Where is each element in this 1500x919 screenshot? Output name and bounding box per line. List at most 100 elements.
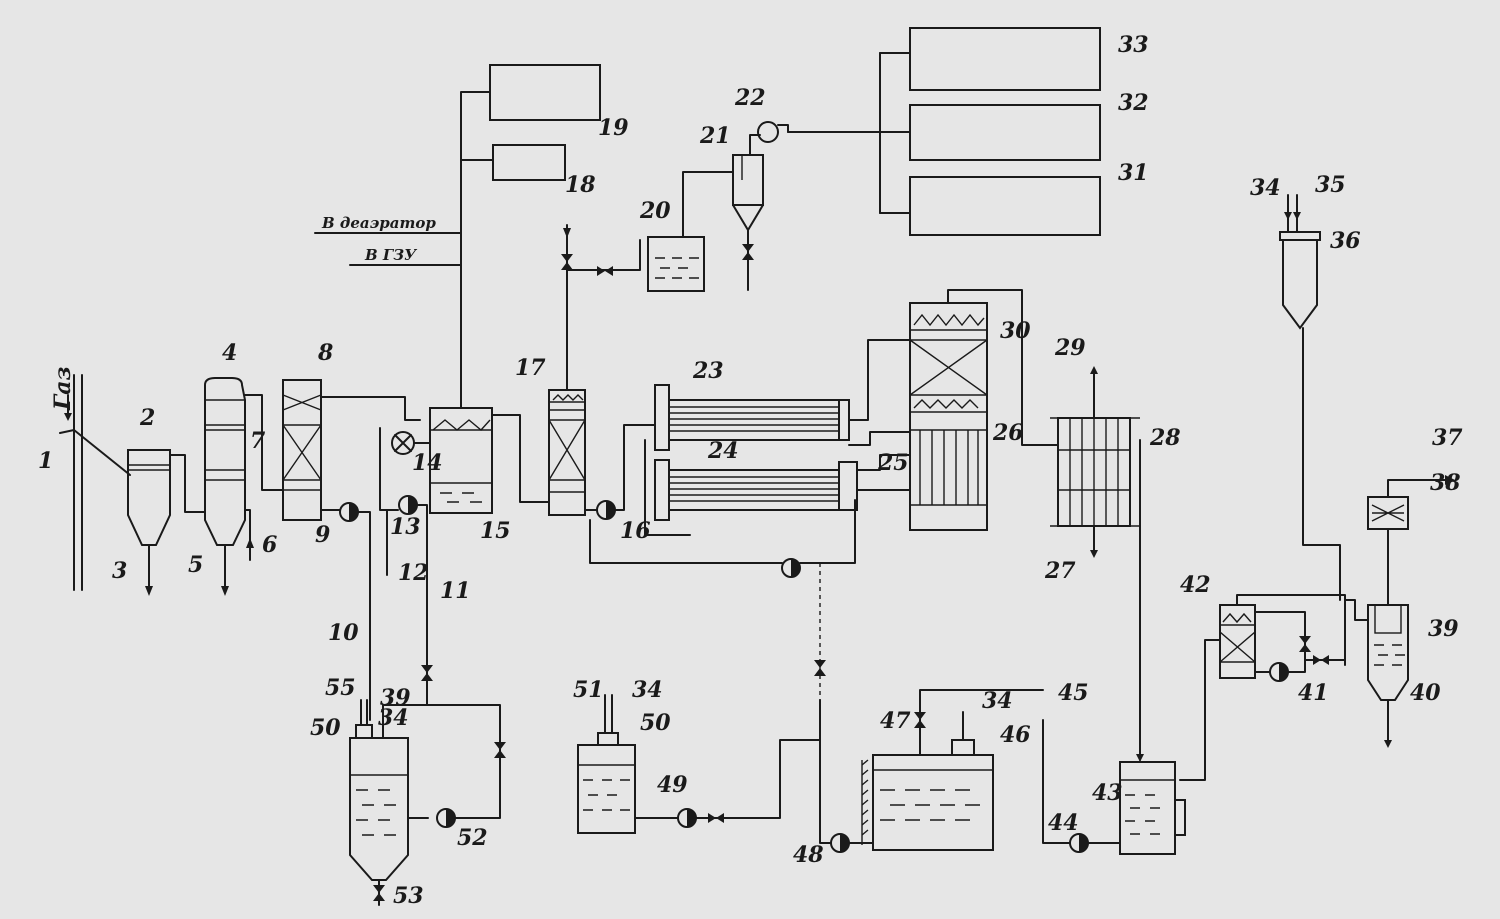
- gas-inlet: [59, 374, 131, 591]
- label-1: 1: [38, 448, 53, 474]
- label-15: 15: [480, 518, 511, 544]
- label-8: 8: [317, 340, 333, 366]
- valves-line-20: [561, 254, 613, 276]
- labels: Газ В деаэратор В ГЗУ 1 2 3 4 5 6 7 8 9 …: [38, 32, 1463, 909]
- label-11: 11: [440, 578, 471, 604]
- label-16: 16: [620, 518, 651, 544]
- label-22: 22: [734, 85, 766, 111]
- label-32: 32: [1118, 90, 1149, 116]
- reactor-26-30: [909, 289, 1059, 531]
- pump-52-icon: [436, 808, 456, 828]
- label-34-left: 34: [378, 705, 409, 731]
- label-34-top: 34: [1250, 175, 1281, 201]
- label-12: 12: [398, 560, 429, 586]
- label-13: 13: [390, 514, 421, 540]
- label-26: 26: [992, 420, 1024, 446]
- label-33: 33: [1118, 32, 1149, 58]
- label-to-gzu: В ГЗУ: [364, 246, 418, 264]
- label-24: 24: [707, 438, 739, 464]
- return-lines: [379, 427, 428, 701]
- valve-center-2: [814, 668, 826, 676]
- tank-20: [647, 171, 734, 292]
- label-55: 55: [325, 675, 356, 701]
- label-45: 45: [1058, 680, 1089, 706]
- packed-column-8: [282, 379, 421, 521]
- line-to-24: [799, 499, 856, 564]
- label-2: 2: [139, 405, 155, 431]
- vent-header: [314, 91, 493, 409]
- label-34-tank46: 34: [982, 688, 1013, 714]
- vessel-15: [429, 407, 549, 514]
- pump-9-icon: [339, 502, 371, 721]
- label-36: 36: [1330, 228, 1361, 254]
- label-28: 28: [1149, 425, 1181, 451]
- tank-19: [489, 64, 601, 121]
- label-6: 6: [262, 532, 277, 558]
- label-39: 39: [1428, 616, 1459, 642]
- label-20: 20: [639, 198, 671, 224]
- filter-38: [1367, 475, 1455, 606]
- label-34-center: 34: [632, 677, 663, 703]
- settler-39: [1344, 599, 1409, 748]
- label-31: 31: [1118, 160, 1149, 186]
- label-52: 52: [457, 825, 488, 851]
- tank-50-left: [349, 665, 506, 906]
- label-46: 46: [1000, 722, 1031, 748]
- pump-16-icon: [596, 424, 656, 520]
- absorber-column-4: [204, 377, 283, 596]
- label-3: 3: [112, 558, 127, 584]
- label-21: 21: [699, 123, 731, 149]
- column-17: [548, 224, 641, 516]
- label-17: 17: [515, 355, 546, 381]
- pump-44-icon: [1042, 719, 1121, 853]
- label-51: 51: [573, 677, 604, 703]
- separator-vessel-2: [127, 449, 206, 596]
- label-41: 41: [1298, 680, 1329, 706]
- line-17-bottom: [589, 519, 783, 564]
- label-19: 19: [598, 115, 629, 141]
- label-18: 18: [565, 172, 596, 198]
- label-10: 10: [328, 620, 359, 646]
- label-14: 14: [412, 450, 443, 476]
- label-42: 42: [1180, 572, 1211, 598]
- label-30: 30: [1000, 318, 1031, 344]
- tank-18: [492, 144, 566, 181]
- pump-49-icon: [781, 558, 801, 578]
- label-48: 48: [793, 842, 824, 868]
- label-39-left: 39: [380, 685, 411, 711]
- label-35: 35: [1315, 172, 1346, 198]
- label-37: 37: [1432, 425, 1463, 451]
- tank-50-center: [577, 694, 679, 834]
- heat-exchanger-23: [654, 339, 911, 451]
- label-9: 9: [315, 522, 330, 548]
- storage-bins-31-33: [879, 27, 1101, 236]
- label-25: 25: [877, 450, 909, 476]
- condenser-28: [1050, 366, 1144, 762]
- label-7: 7: [250, 428, 266, 454]
- label-5: 5: [188, 552, 203, 578]
- hopper-36: [1279, 194, 1341, 601]
- label-27: 27: [1044, 558, 1076, 584]
- label-47: 47: [880, 708, 911, 734]
- label-40-right: 40: [1410, 680, 1441, 706]
- label-53: 53: [393, 883, 424, 909]
- cyclone-21: [732, 134, 764, 291]
- cooler-14-icon: [391, 431, 431, 455]
- pump-41-icon: [1254, 659, 1306, 682]
- label-23: 23: [692, 358, 724, 384]
- label-38: 38: [1430, 470, 1461, 496]
- fan-22-icon: [757, 121, 881, 143]
- valve-center-1: [814, 660, 826, 668]
- label-4: 4: [222, 340, 237, 366]
- label-29: 29: [1054, 335, 1086, 361]
- label-gas: Газ: [50, 367, 76, 411]
- pump-40-center-icon: [677, 739, 821, 828]
- column-42: [1179, 594, 1346, 781]
- label-50-left: 50: [310, 715, 341, 741]
- tank-46: [861, 689, 1044, 851]
- tank-43: [1119, 761, 1186, 855]
- label-to-deaerator: В деаэратор: [321, 214, 436, 232]
- heat-exchanger-24: [644, 439, 911, 536]
- label-50-center: 50: [640, 710, 671, 736]
